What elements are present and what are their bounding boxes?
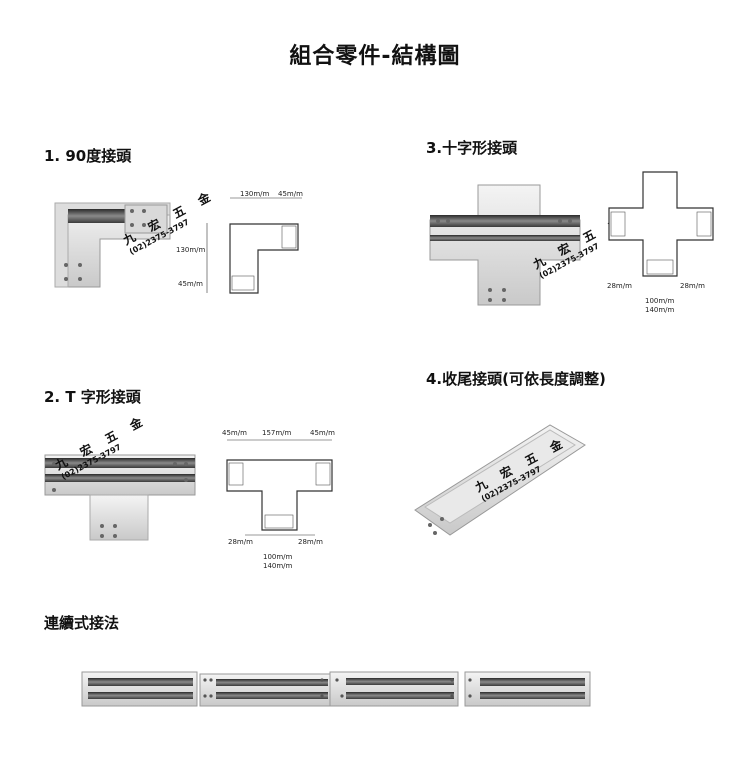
cross-photo (429, 184, 581, 306)
cross-dim-bot-c: 100m/m (645, 297, 675, 305)
tee-dim-top-b: 157m/m (262, 429, 292, 437)
tee-dim-bot-a: 28m/m (228, 538, 253, 546)
page-title: 組合零件-結構圖 (289, 44, 461, 69)
tee-dim-top-a: 45m/m (222, 429, 247, 437)
continuous-assembly-photo (81, 671, 591, 707)
elbow-dim-left-b: 45m/m (178, 280, 203, 288)
section-cross-label: 3.十字形接頭 (426, 139, 518, 157)
elbow-photo (54, 202, 171, 288)
cross-dim-bot-b: 28m/m (680, 282, 705, 290)
section-t-joint-label: 2. T 字形接頭 (44, 388, 141, 406)
cross-dim-bot-a: 28m/m (607, 282, 632, 290)
elbow-diagram (206, 197, 302, 294)
tee-dim-bot-d: 140m/m (263, 562, 293, 570)
section-end-cap-label: 4.收尾接頭(可依長度調整) (426, 370, 606, 388)
tee-diagram (226, 439, 333, 536)
tee-dim-bot-c: 100m/m (263, 553, 293, 561)
tee-photo (44, 454, 196, 541)
tee-dim-bot-b: 28m/m (298, 538, 323, 546)
end-cap-photo (414, 424, 586, 536)
cross-dim-bot-d: 140m/m (645, 306, 675, 314)
tee-dim-top-c: 45m/m (310, 429, 335, 437)
section-continuous-label: 連續式接法 (44, 614, 120, 632)
elbow-dim-top-a: 130m/m (240, 190, 270, 198)
section-90-degree-label: 1. 90度接頭 (44, 147, 132, 165)
elbow-dim-top-b: 45m/m (278, 190, 303, 198)
cross-diagram (608, 171, 714, 277)
elbow-dim-left-a: 130m/m (176, 246, 206, 254)
